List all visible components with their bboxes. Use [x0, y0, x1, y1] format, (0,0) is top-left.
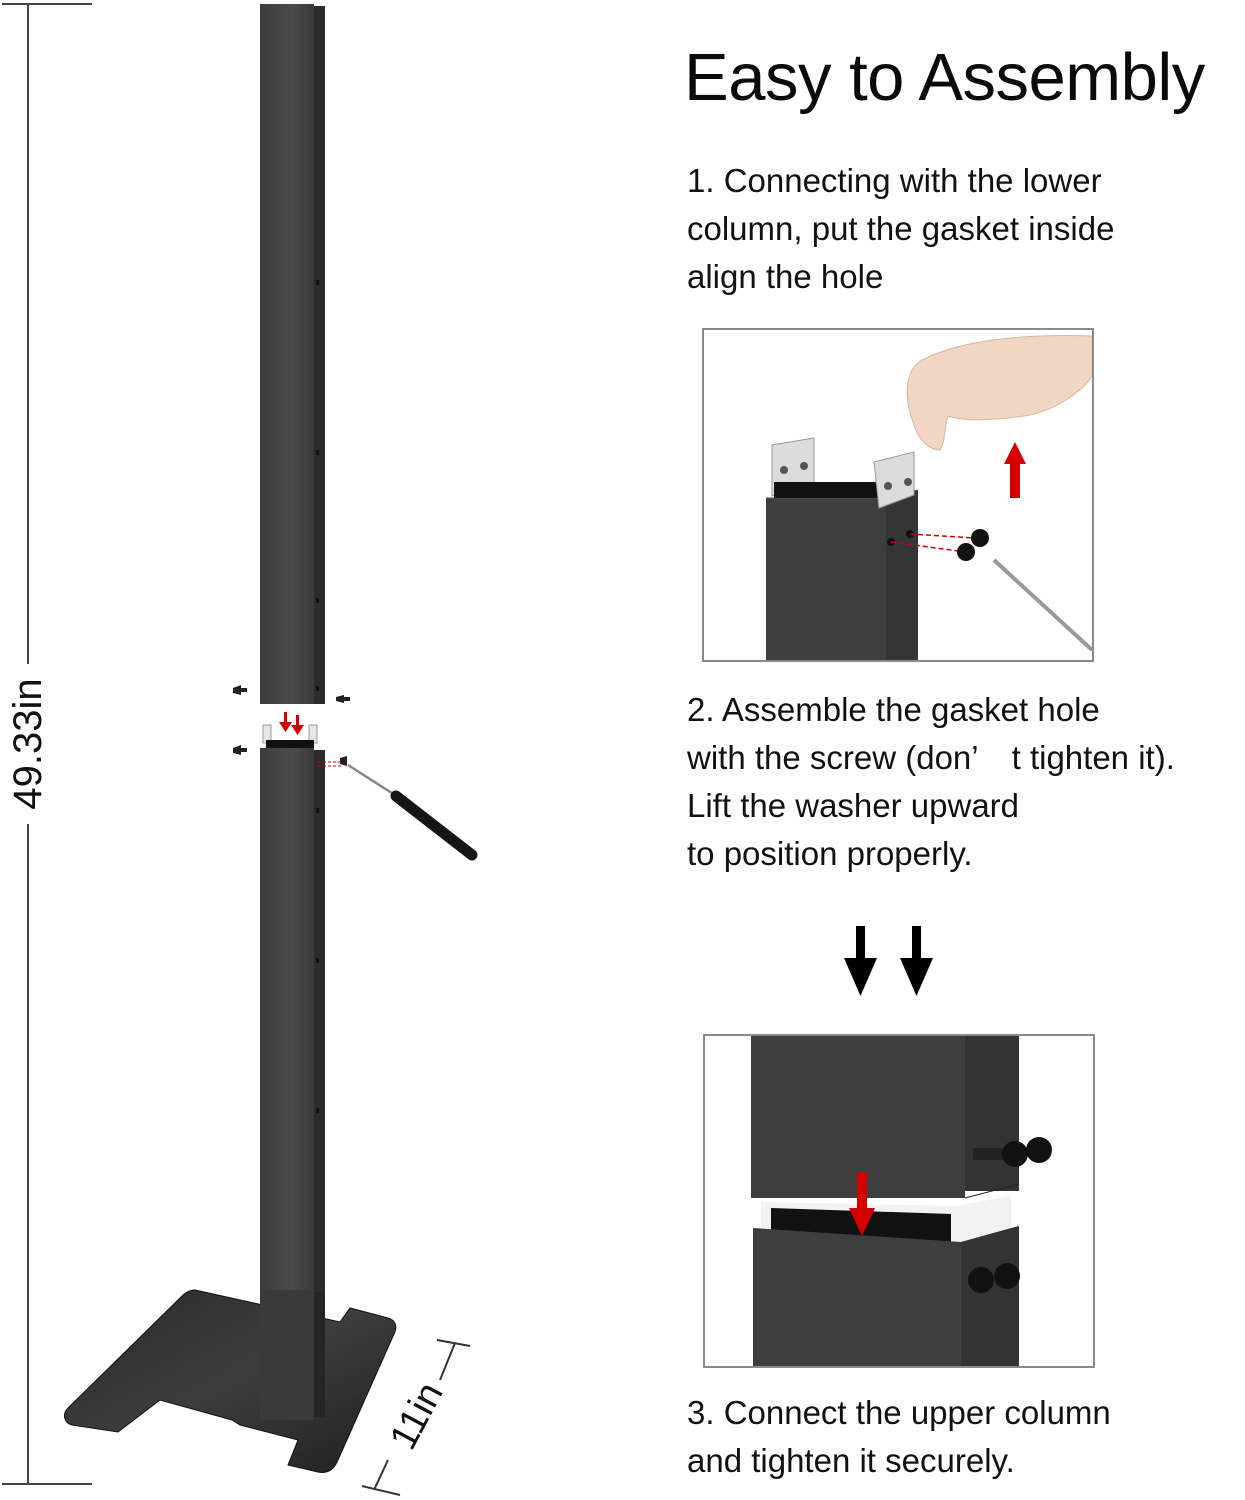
screw-icons: [233, 685, 350, 755]
step-1-text: 1. Connecting with the lower column, put…: [687, 162, 1115, 295]
stand-illustration: [2, 3, 478, 1496]
base-plate: [64, 1289, 397, 1473]
step-2-text: 2. Assemble the gasket hole with the scr…: [687, 691, 1175, 872]
screwdriver-icon: [318, 756, 478, 861]
up-arrow-icon: [1004, 442, 1026, 498]
upper-column: [260, 4, 325, 704]
page-title: Easy to Assembly: [684, 40, 1205, 115]
gasket-lift-illustration: [702, 328, 1094, 662]
width-dimension-line: [361, 1339, 471, 1496]
double-down-arrow-icon: [844, 926, 933, 996]
height-dimension-label: 49.33in: [6, 664, 50, 824]
step-3-text: 3. Connect the upper column and tighten …: [687, 1394, 1111, 1479]
down-arrow-icon: [849, 1172, 875, 1236]
column-connect-illustration: [703, 1034, 1095, 1368]
insert-arrow-icons: [279, 712, 304, 735]
gasket: [262, 724, 318, 748]
lower-column: [260, 748, 325, 1308]
gasket-plates: [771, 437, 915, 509]
hand-illustration: [906, 335, 1092, 451]
